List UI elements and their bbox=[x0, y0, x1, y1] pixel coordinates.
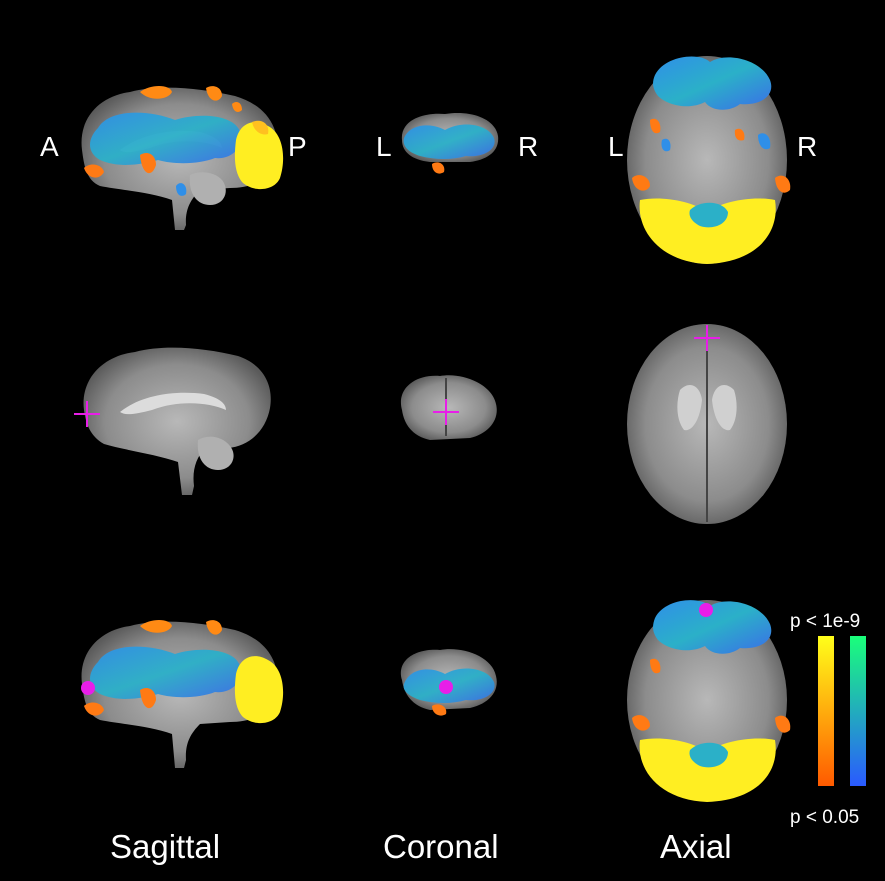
coronal-row3 bbox=[400, 649, 497, 716]
column-title-axial: Axial bbox=[660, 828, 732, 865]
axial-row2 bbox=[627, 324, 787, 524]
sagittal-row2 bbox=[83, 347, 271, 495]
label-posterior: P bbox=[288, 131, 307, 162]
seed-marker-axial bbox=[699, 603, 713, 617]
seed-marker-sagittal bbox=[81, 681, 95, 695]
label-anterior: A bbox=[40, 131, 59, 162]
column-title-sagittal: Sagittal bbox=[110, 828, 221, 865]
sagittal-row3 bbox=[81, 620, 284, 768]
label-axial-left: L bbox=[608, 131, 624, 162]
axial-row3 bbox=[627, 600, 791, 802]
sagittal-row1 bbox=[81, 86, 284, 231]
label-coronal-right: R bbox=[518, 131, 539, 162]
label-axial-right: R bbox=[797, 131, 818, 162]
column-title-coronal: Coronal bbox=[383, 828, 499, 865]
axial-row1 bbox=[627, 56, 791, 264]
label-coronal-left: L bbox=[376, 131, 392, 162]
colorbar-bottom-label: p < 0.05 bbox=[790, 807, 860, 828]
seed-crosshair-sagittal bbox=[74, 401, 100, 427]
seed-crosshair-coronal bbox=[433, 399, 459, 425]
seed-marker-coronal bbox=[439, 680, 453, 694]
coronal-row2 bbox=[400, 375, 497, 440]
colorbar-negative bbox=[850, 636, 866, 786]
coronal-row1 bbox=[401, 112, 499, 174]
colorbar-positive bbox=[818, 636, 834, 786]
colorbar-top-label: p < 1e-9 bbox=[790, 611, 861, 632]
seed-crosshair-axial bbox=[694, 325, 720, 351]
